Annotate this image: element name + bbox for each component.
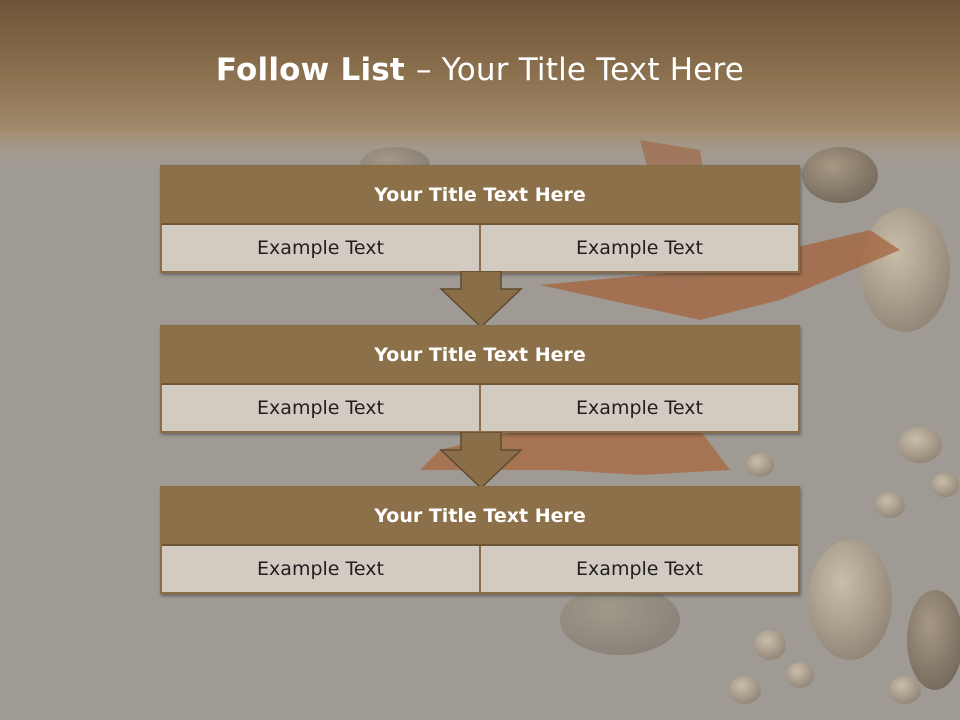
list-block-3: Your Title Text Here Example Text Exampl… — [160, 486, 800, 594]
block-cell-right: Example Text — [479, 225, 798, 271]
block-row: Example Text Example Text — [162, 225, 798, 271]
slide-title-bold: Follow List — [215, 52, 416, 88]
block-cell-left: Example Text — [257, 558, 384, 580]
block-title: Your Title Text Here — [162, 167, 798, 225]
block-cell-right: Example Text — [479, 546, 798, 592]
down-arrow-icon — [439, 432, 523, 490]
block-cell-left: Example Text — [257, 237, 384, 259]
list-block-2: Your Title Text Here Example Text Exampl… — [160, 325, 800, 433]
slide-title: Follow List – Your Title Text Here — [0, 52, 960, 88]
block-title: Your Title Text Here — [162, 327, 798, 385]
list-block-1: Your Title Text Here Example Text Exampl… — [160, 165, 800, 273]
block-title: Your Title Text Here — [162, 488, 798, 546]
slide-title-rest: – Your Title Text Here — [415, 52, 745, 88]
block-cell-left: Example Text — [257, 397, 384, 419]
block-row: Example Text Example Text — [162, 385, 798, 431]
down-arrow-icon — [439, 271, 523, 329]
block-cell-right: Example Text — [479, 385, 798, 431]
block-row: Example Text Example Text — [162, 546, 798, 592]
